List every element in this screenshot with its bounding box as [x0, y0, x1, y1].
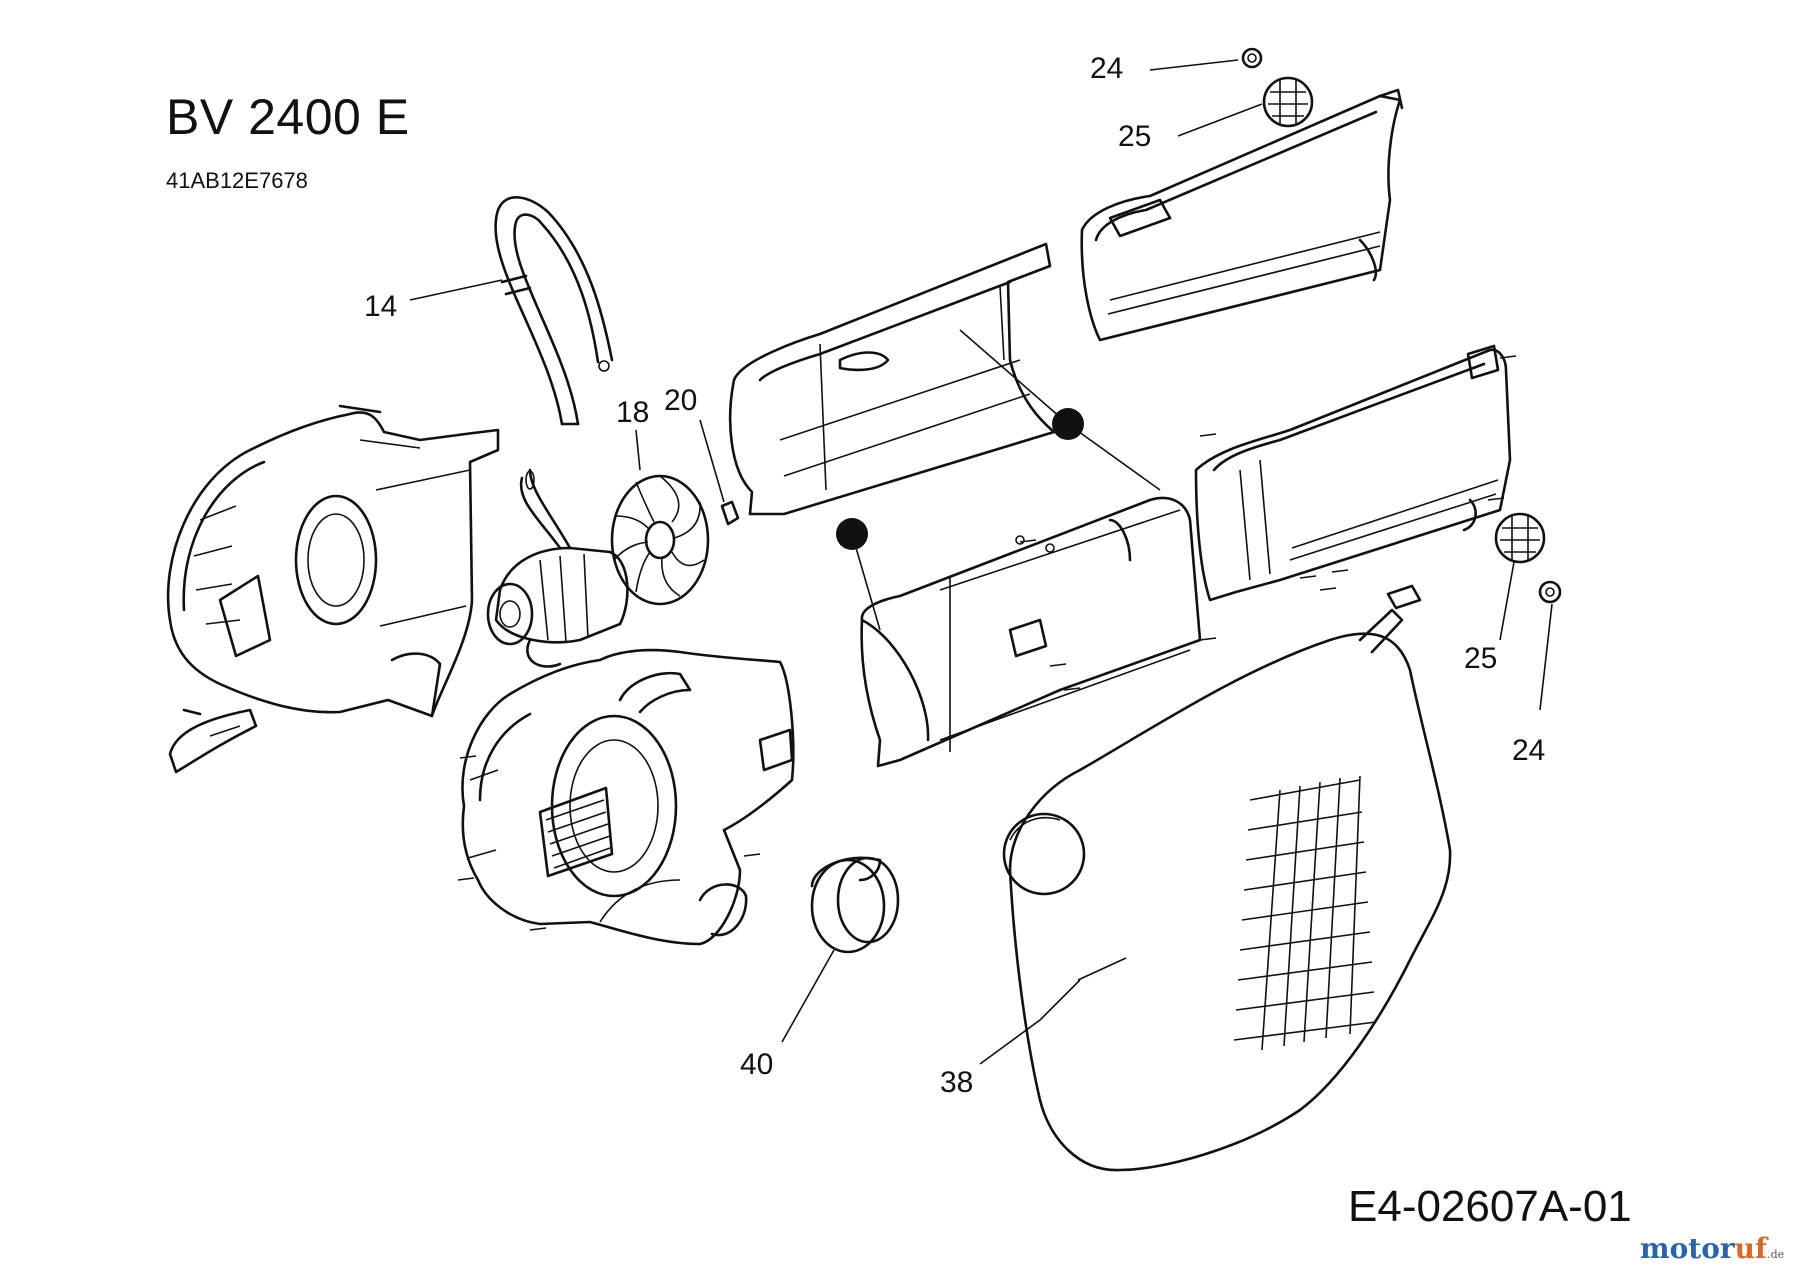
lower-tube-front-half[interactable]	[860, 496, 1202, 768]
motor-assembly[interactable]	[486, 468, 629, 668]
upper-tube-lower-half[interactable]	[728, 242, 1056, 516]
grille-disc-part-25-top[interactable]	[1262, 76, 1314, 128]
part-label-25-right: 25	[1464, 642, 1498, 675]
drawing-code: E4-02607A-01	[1348, 1182, 1632, 1231]
ring-part-24-right[interactable]	[1538, 580, 1562, 604]
part-label-20: 20	[664, 384, 698, 417]
ring-part-24-top[interactable]	[1241, 47, 1263, 69]
screws	[457, 355, 1517, 931]
clip-part-20[interactable]	[720, 500, 740, 526]
brand-text-1: motor	[1640, 1232, 1735, 1265]
model-number: 41AB12E7678	[166, 168, 308, 193]
motor-housing-right-half[interactable]	[461, 648, 795, 946]
lower-tube-rear-half[interactable]	[1194, 344, 1512, 602]
collection-bag-part-38[interactable]	[1002, 584, 1452, 1172]
handle-strap-part-14[interactable]	[494, 196, 614, 426]
brand-text-2: uf	[1734, 1232, 1768, 1265]
brand-logo[interactable]: motoruf.de	[1640, 1232, 1784, 1265]
part-label-14: 14	[364, 290, 398, 323]
upper-tube-top-half[interactable]	[1080, 88, 1404, 342]
part-label-18: 18	[616, 396, 650, 429]
impeller-fan-part-18[interactable]	[610, 474, 710, 606]
part-label-38: 38	[940, 1066, 974, 1099]
brand-suffix: .de	[1767, 1248, 1785, 1261]
black-plugs	[836, 329, 1161, 631]
part-label-40: 40	[740, 1048, 774, 1081]
adapter-part-40[interactable]	[810, 856, 900, 954]
grille-disc-part-25-right[interactable]	[1494, 512, 1546, 564]
part-label-24-right: 24	[1512, 734, 1546, 767]
motor-housing-left-half[interactable]	[166, 404, 500, 774]
part-label-24-top: 24	[1090, 52, 1124, 85]
leader-lines	[409, 59, 1553, 1065]
diagram-title: BV 2400 E	[166, 89, 410, 145]
part-label-25-top: 25	[1118, 120, 1152, 153]
